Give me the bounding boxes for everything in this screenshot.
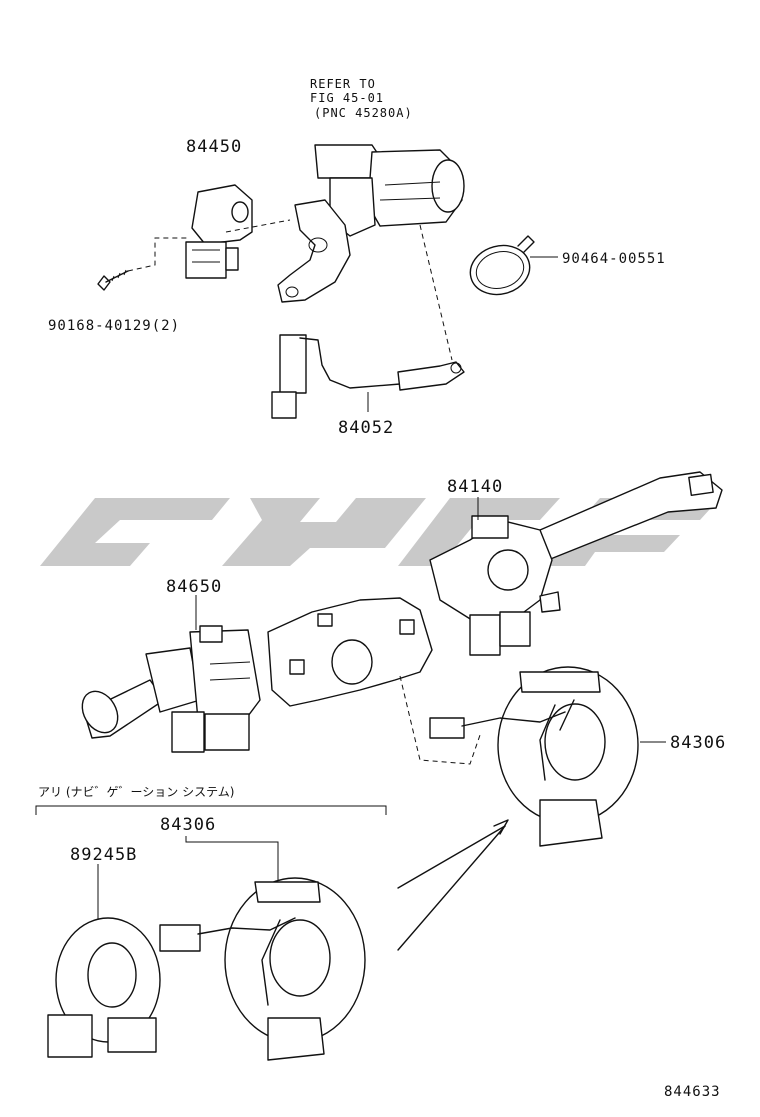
label-84052: 84052 — [338, 418, 394, 438]
assembly-arrows — [397, 819, 509, 951]
part-84650-headlamp-switch — [81, 625, 261, 753]
figure-code: 844633 — [664, 1084, 721, 1100]
dashed-leaders — [127, 219, 481, 765]
steering-lock-housing — [277, 144, 465, 303]
label-84450: 84450 — [186, 137, 242, 157]
reference-line-1: REFER TO — [310, 77, 376, 91]
label-90464: 90464-00551 — [562, 251, 666, 267]
part-84450 — [185, 184, 253, 279]
label-89245b: 89245B — [70, 845, 137, 865]
reference-note: REFER TO FIG 45-01 (PNC 45280A) — [310, 77, 413, 120]
part-84306-spiral-lower — [159, 877, 366, 1061]
part-89245b-sensor — [47, 917, 161, 1058]
watermark-logo — [40, 498, 720, 566]
part-84306-spiral-right — [429, 666, 639, 847]
screw-90168 — [97, 269, 129, 291]
label-84306-right: 84306 — [670, 733, 726, 753]
switch-bracket — [267, 597, 433, 707]
part-90464-clamp — [469, 235, 535, 296]
label-leaders — [35, 256, 666, 920]
reference-line-2: FIG 45-01 — [310, 91, 384, 105]
label-90168: 90168-40129(2) — [48, 318, 180, 334]
label-84306-group: 84306 — [160, 815, 216, 835]
part-labels: 84450 90168-40129(2) 84052 90464-00551 8… — [48, 137, 726, 865]
part-84140-wiper-switch — [429, 471, 723, 656]
reference-line-3: (PNC 45280A) — [314, 106, 413, 120]
option-group-title: アリ (ナビ゛ゲ゛ーション システム) — [38, 785, 234, 799]
part-84052-harness — [271, 334, 465, 419]
label-84140: 84140 — [447, 477, 503, 497]
label-84650: 84650 — [166, 577, 222, 597]
